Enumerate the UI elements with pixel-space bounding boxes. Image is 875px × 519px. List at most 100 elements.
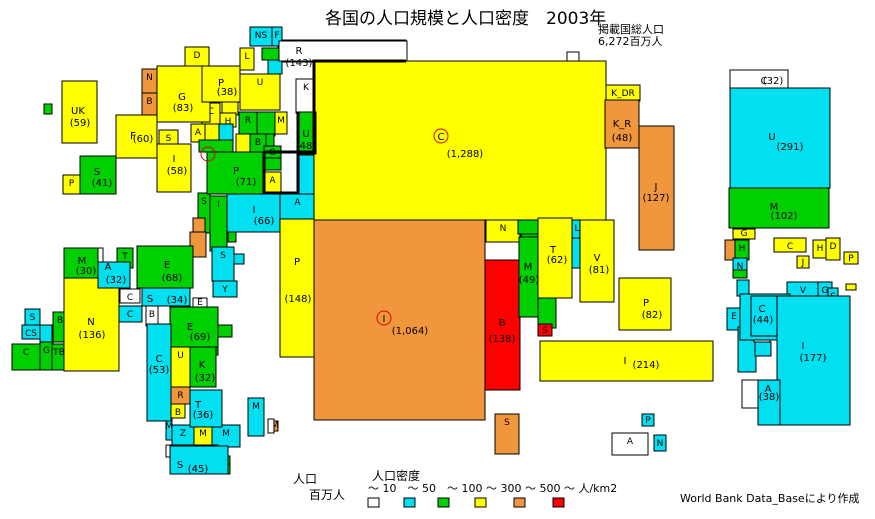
population-label: (291) — [777, 142, 804, 153]
tile-label: A — [269, 176, 276, 186]
country-tile — [732, 269, 748, 279]
country-tile — [641, 413, 655, 427]
country-label: S — [177, 460, 183, 471]
country-tile — [579, 219, 615, 303]
legend-swatch — [513, 497, 526, 508]
country-tile — [198, 139, 234, 153]
country-label: F — [130, 131, 136, 142]
country-label: N — [87, 317, 94, 328]
country-tile — [189, 231, 207, 258]
tile-label: E — [731, 312, 737, 322]
country-label: C — [156, 354, 163, 365]
density-legend-title: 人口密度 — [372, 469, 421, 483]
chart-title: 各国の人口規模と人口密度 2003年 — [325, 9, 607, 29]
tile-label: G — [43, 346, 50, 356]
country-tile — [63, 247, 99, 279]
highlight-circle — [200, 146, 216, 162]
population-label: (177) — [800, 353, 827, 364]
country-tile — [274, 111, 288, 135]
total-population-value: 6,272百万人 — [598, 35, 663, 48]
tile-label: F — [274, 31, 279, 41]
population-label: (71) — [236, 177, 257, 188]
population-label: (58) — [167, 166, 188, 177]
country-tile — [728, 187, 830, 229]
country-tile — [313, 60, 607, 221]
country-label: T — [549, 245, 557, 256]
country-tile — [156, 65, 211, 123]
tile-label: G — [822, 286, 829, 296]
country-tile — [141, 287, 191, 307]
legend-swatch — [403, 497, 416, 508]
country-label: P — [294, 257, 300, 268]
country-label: U — [302, 129, 309, 140]
country-tile — [43, 103, 53, 115]
legend-swatch — [474, 497, 487, 508]
population-label: (34) — [167, 295, 188, 306]
tile-label: S — [30, 313, 36, 323]
country-label: I — [383, 314, 386, 325]
tile-label: U — [257, 78, 264, 88]
country-tile — [843, 251, 859, 265]
country-label: S — [147, 294, 153, 305]
tile-label: B — [255, 138, 261, 148]
population-label: (102) — [771, 211, 798, 222]
tile-label: A — [195, 128, 202, 138]
country-tile — [653, 434, 667, 452]
country-label: P — [233, 166, 239, 177]
population-label: (81) — [589, 265, 610, 276]
tile-label: M — [222, 429, 230, 439]
population-label: (32) — [763, 76, 784, 87]
population-label: (32) — [195, 373, 216, 384]
country-tile — [776, 295, 851, 426]
population-label: (53) — [149, 365, 170, 376]
country-tile — [825, 237, 841, 261]
population-label: (62) — [547, 255, 568, 266]
country-tile — [571, 237, 581, 269]
country-tile — [604, 99, 640, 149]
population-label: (127) — [643, 193, 670, 204]
country-label: I — [253, 205, 256, 216]
country-label: I — [173, 154, 176, 165]
population-label: (68) — [162, 273, 183, 284]
country-label: M — [78, 256, 87, 267]
tile-label: M — [199, 429, 207, 439]
country-tile — [61, 80, 98, 144]
country-label: J — [654, 182, 658, 193]
country-label: C — [438, 132, 445, 143]
country-tile — [729, 87, 831, 189]
tile-label: M — [277, 116, 285, 126]
population-label: (136) — [79, 330, 106, 341]
country-label: V — [594, 253, 601, 264]
country-tile — [233, 253, 245, 265]
population-label: (138) — [489, 334, 516, 345]
population-label: (32) — [106, 275, 127, 286]
tile-label: B — [57, 316, 63, 326]
country-label: K_R — [613, 119, 632, 130]
population-label: (48) — [296, 141, 317, 152]
country-tile — [611, 432, 649, 456]
tile-label: V — [800, 286, 807, 296]
country-tile — [115, 114, 158, 159]
country-tile — [267, 59, 283, 75]
tile-label: C — [208, 107, 214, 117]
population-label: (60) — [133, 134, 154, 145]
country-label: R — [296, 46, 303, 57]
population-label: (41) — [92, 178, 113, 189]
tile-label: M — [165, 422, 173, 432]
tile-label: M — [252, 402, 260, 412]
tile-label: U — [177, 351, 184, 361]
population-label: (1,288) — [447, 149, 484, 160]
tile-label: E — [197, 298, 203, 308]
tile-label: M — [271, 421, 279, 431]
country-label: UK — [71, 106, 85, 117]
country-label: A — [105, 262, 112, 273]
tile-label: H — [739, 244, 746, 254]
tile-label: C — [127, 310, 133, 320]
country-label: S — [94, 167, 100, 178]
country-tile — [537, 217, 573, 299]
country-tile — [79, 155, 117, 195]
tile-label: C — [23, 348, 29, 358]
tile-label: D — [194, 51, 201, 61]
country-tile — [537, 323, 553, 337]
tile-label: H — [225, 117, 232, 127]
